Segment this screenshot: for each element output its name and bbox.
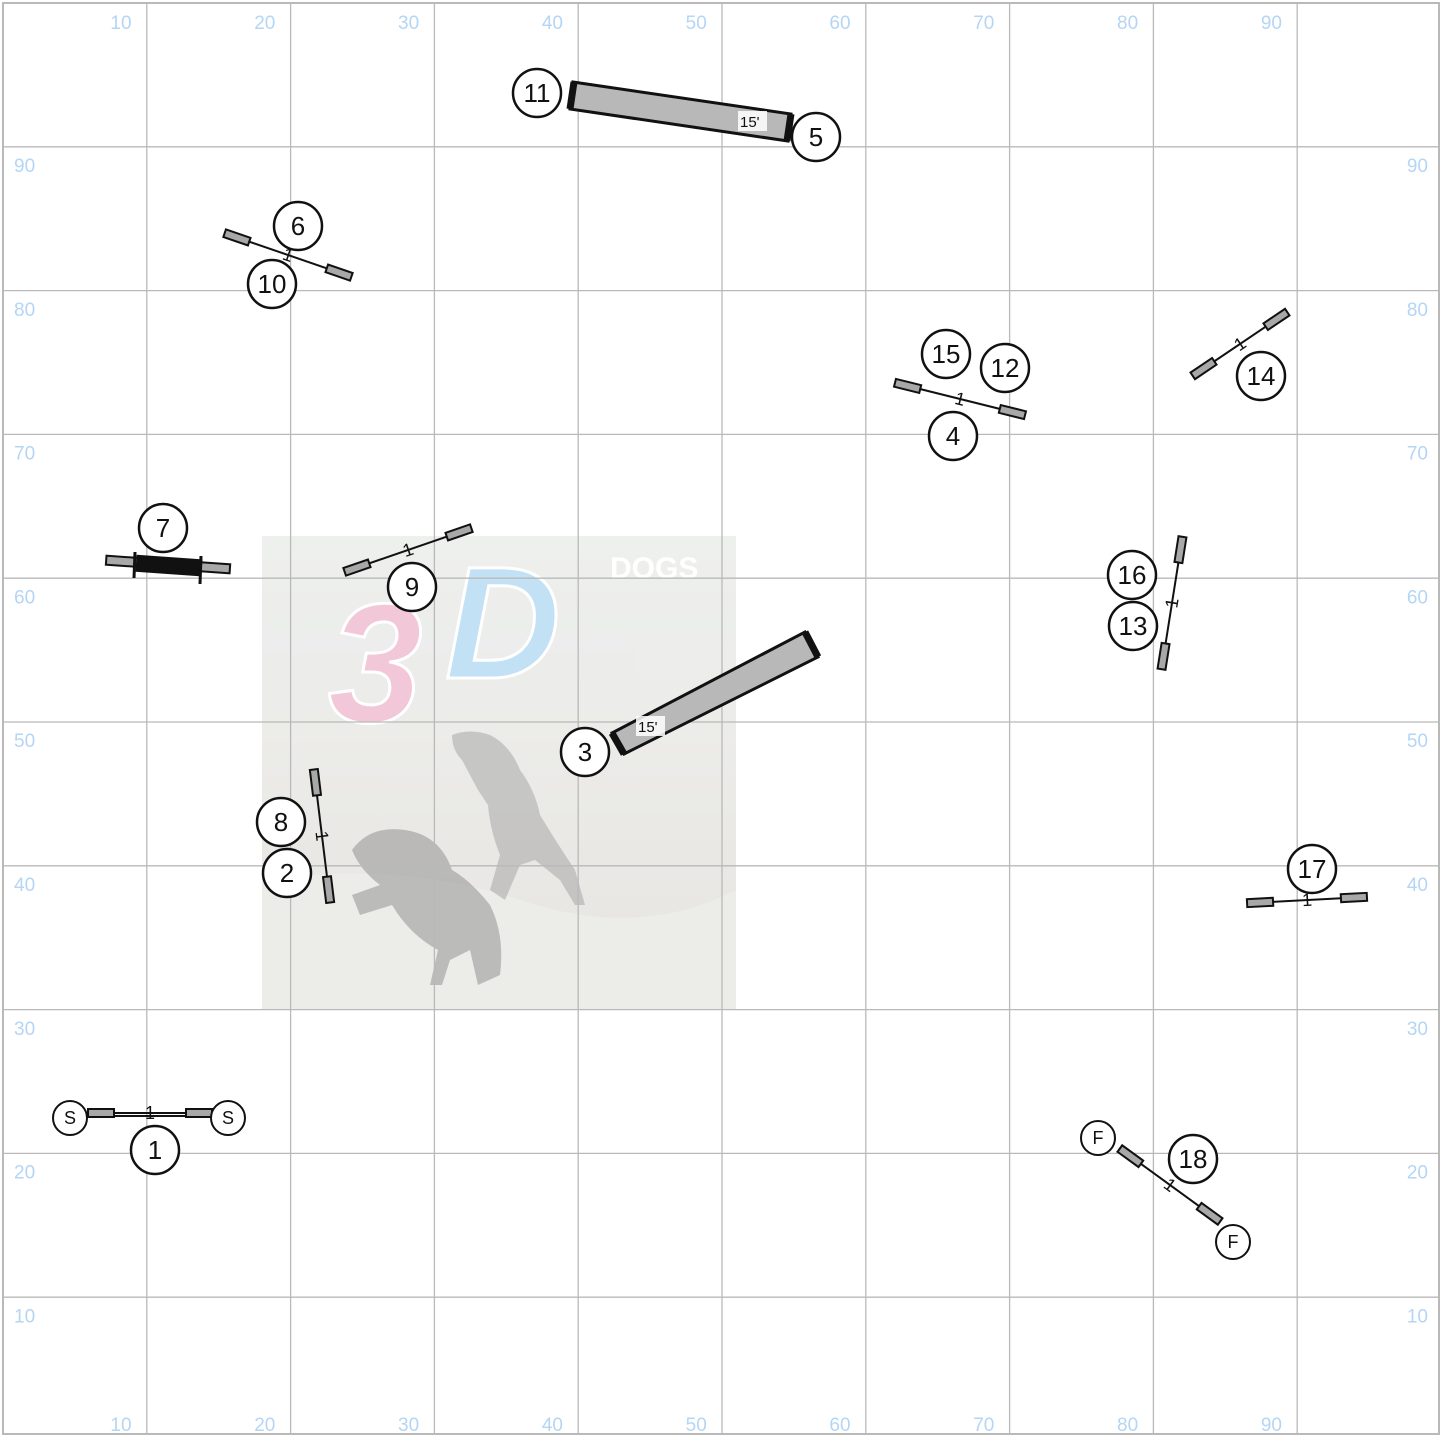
svg-text:15: 15 xyxy=(932,339,961,369)
grid-label-right: 30 xyxy=(1407,1019,1428,1040)
grid-label-left: 50 xyxy=(14,731,35,752)
grid-label-left: 30 xyxy=(14,1019,35,1040)
grid-label-top: 20 xyxy=(254,13,275,34)
svg-text:12: 12 xyxy=(991,353,1020,383)
grid-label-right: 50 xyxy=(1407,731,1428,752)
obstacle-number-13: 13 xyxy=(1109,602,1157,650)
grid-label-left: 80 xyxy=(14,300,35,321)
obstacle-number-1: 1 xyxy=(131,1126,179,1174)
grid-label-left: 40 xyxy=(14,875,35,896)
svg-text:S: S xyxy=(222,1108,234,1128)
svg-text:11: 11 xyxy=(524,78,551,108)
svg-text:5: 5 xyxy=(809,122,823,152)
grid-label-bottom: 80 xyxy=(1117,1415,1138,1436)
start-marker-left: S xyxy=(53,1101,87,1135)
jump-1: 1 xyxy=(88,1103,212,1123)
obstacle-number-9: 9 xyxy=(388,563,436,611)
tunnel-top: 15' xyxy=(570,82,791,141)
svg-text:8: 8 xyxy=(274,807,288,837)
jump-marker: 1 xyxy=(1230,333,1249,355)
grid-label-right: 80 xyxy=(1407,300,1428,321)
obstacle-number-17: 17 xyxy=(1288,845,1336,893)
obstacle-number-12: 12 xyxy=(981,344,1029,392)
grid-label-top: 90 xyxy=(1261,13,1282,34)
svg-text:7: 7 xyxy=(156,513,170,543)
svg-text:2: 2 xyxy=(280,858,294,888)
grid-label-right: 60 xyxy=(1407,587,1428,608)
grid-label-right: 90 xyxy=(1407,156,1428,177)
grid-label-bottom: 10 xyxy=(110,1415,131,1436)
obstacle-number-10: 10 xyxy=(248,260,296,308)
tunnel-top-length: 15' xyxy=(740,114,760,131)
grid-label-left: 70 xyxy=(14,444,35,465)
grid-label-left: 10 xyxy=(14,1306,35,1327)
grid-label-top: 60 xyxy=(829,13,850,34)
obstacle-number-8: 8 xyxy=(257,798,305,846)
tire-obstacle-7 xyxy=(106,552,230,584)
grid-label-left: 20 xyxy=(14,1163,35,1184)
start-marker-right: S xyxy=(211,1101,245,1135)
finish-marker-left: F xyxy=(1081,1121,1115,1155)
svg-text:6: 6 xyxy=(291,211,305,241)
obstacle-number-14: 14 xyxy=(1237,352,1285,400)
grid-label-bottom: 60 xyxy=(829,1415,850,1436)
obstacle-number-5: 5 xyxy=(792,113,840,161)
obstacle-number-7: 7 xyxy=(139,504,187,552)
watermark: 3 D DOGS xyxy=(262,533,736,1010)
grid-label-top: 80 xyxy=(1117,13,1138,34)
svg-text:4: 4 xyxy=(946,421,960,451)
svg-text:F: F xyxy=(1228,1232,1239,1252)
obstacle-number-11: 11 xyxy=(513,69,561,117)
svg-text:F: F xyxy=(1093,1128,1104,1148)
grid-label-bottom: 40 xyxy=(542,1415,563,1436)
obstacle-number-15: 15 xyxy=(922,330,970,378)
grid-label-bottom: 90 xyxy=(1261,1415,1282,1436)
grid-label-bottom: 50 xyxy=(686,1415,707,1436)
watermark-d: D xyxy=(445,533,561,712)
grid-label-right: 70 xyxy=(1407,444,1428,465)
grid-label-bottom: 30 xyxy=(398,1415,419,1436)
grid-label-top: 30 xyxy=(398,13,419,34)
grid-label-top: 40 xyxy=(542,13,563,34)
grid-label-right: 40 xyxy=(1407,875,1428,896)
jump-13-16: 1 xyxy=(1152,535,1193,670)
grid-label-top: 50 xyxy=(686,13,707,34)
svg-text:1: 1 xyxy=(148,1135,162,1165)
grid-label-top: 10 xyxy=(110,13,131,34)
obstacle-number-18: 18 xyxy=(1169,1135,1217,1183)
jump-marker: 1 xyxy=(1161,596,1182,609)
grid-label-left: 60 xyxy=(14,587,35,608)
grid-label-bottom: 70 xyxy=(973,1415,994,1436)
svg-text:18: 18 xyxy=(1179,1144,1208,1174)
jump-marker: 1 xyxy=(953,388,968,410)
grid-label-bottom: 20 xyxy=(254,1415,275,1436)
grid-label-left: 90 xyxy=(14,156,35,177)
tunnel-center-length: 15' xyxy=(638,719,658,736)
obstacle-number-16: 16 xyxy=(1108,551,1156,599)
svg-text:14: 14 xyxy=(1247,361,1276,391)
obstacle-number-2: 2 xyxy=(263,849,311,897)
watermark-brand: DOGS xyxy=(610,552,698,585)
svg-text:9: 9 xyxy=(405,572,419,602)
svg-text:3: 3 xyxy=(578,737,592,767)
svg-text:13: 13 xyxy=(1119,611,1148,641)
svg-text:S: S xyxy=(64,1108,76,1128)
finish-marker-right: F xyxy=(1216,1225,1250,1259)
obstacle-number-3: 3 xyxy=(561,728,609,776)
grid-label-right: 10 xyxy=(1407,1306,1428,1327)
grid-label-top: 70 xyxy=(973,13,994,34)
svg-text:17: 17 xyxy=(1298,854,1327,884)
svg-text:16: 16 xyxy=(1118,560,1147,590)
grid-label-right: 20 xyxy=(1407,1163,1428,1184)
obstacle-number-4: 4 xyxy=(929,412,977,460)
obstacle-number-6: 6 xyxy=(274,202,322,250)
svg-text:10: 10 xyxy=(258,269,287,299)
jump-marker: 1 xyxy=(145,1103,155,1123)
